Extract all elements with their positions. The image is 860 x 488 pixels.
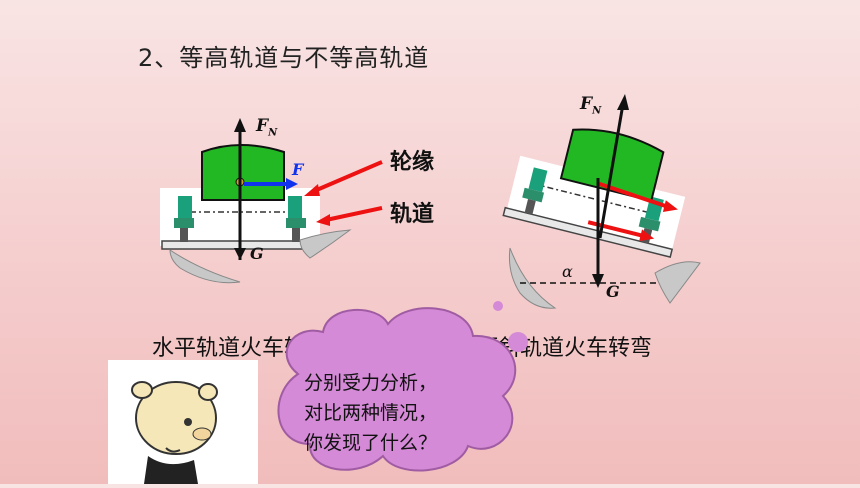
slide-title: 2、等高轨道与不等高轨道	[138, 44, 430, 72]
train-car	[201, 144, 285, 201]
thought-bubble-text: 分别受力分析， 对比两种情况， 你发现了什么？	[304, 368, 437, 458]
left-normal-force-label: FN	[256, 116, 278, 139]
right-gravity-label: G	[606, 282, 620, 301]
label-track: 轨道	[390, 202, 435, 227]
left-gravity-label: G	[250, 244, 264, 263]
thought-line-1: 分别受力分析，	[304, 372, 438, 394]
thought-line-3: 你发现了什么？	[304, 432, 438, 454]
right-normal-force-label: FN	[580, 94, 602, 117]
track-pointer	[325, 206, 383, 222]
angle-label: α	[562, 262, 573, 281]
banked-track-bed	[505, 155, 686, 256]
banked-track-diagram	[502, 94, 701, 309]
thought-bubble	[277, 301, 528, 472]
rim-pointer	[311, 160, 383, 194]
label-rim: 轮缘	[390, 150, 435, 175]
cartoon-character-panel	[108, 360, 258, 484]
thought-line-2: 对比两种情况，	[304, 402, 438, 424]
left-f-label: F	[292, 160, 304, 179]
banked-rail-base	[502, 206, 674, 258]
banked-normal-force-arrow	[598, 103, 625, 239]
thinking-pig-icon	[131, 381, 218, 484]
level-track-diagram	[160, 118, 383, 284]
